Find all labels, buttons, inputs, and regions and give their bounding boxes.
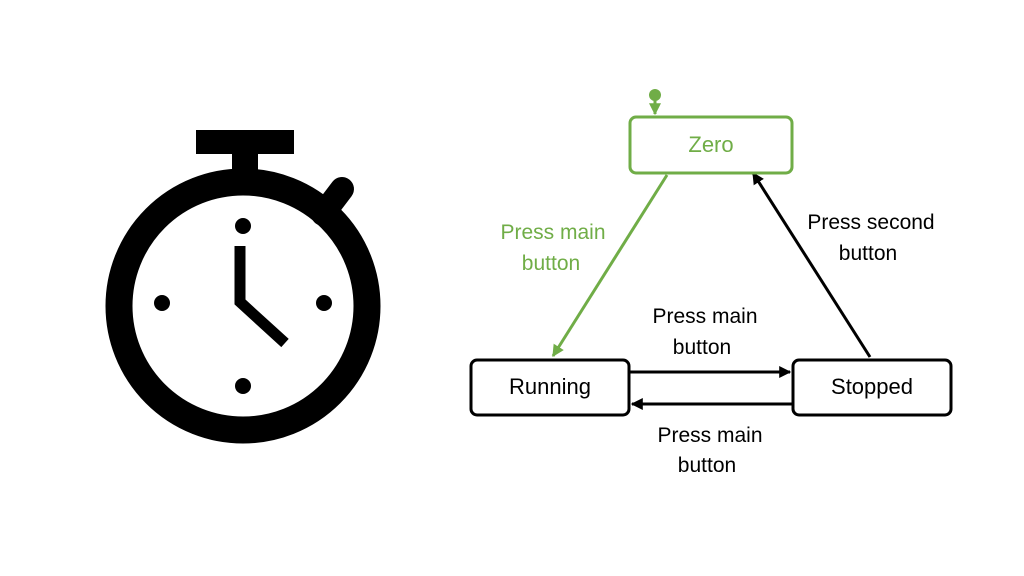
label-stopped-to-zero: Press second button <box>807 211 934 265</box>
stopwatch-dot-6 <box>235 378 251 394</box>
state-zero: Zero <box>628 115 794 175</box>
state-stopped: Stopped <box>791 358 953 417</box>
label-stopped-to-running: Press main button <box>657 424 762 477</box>
state-zero-box <box>628 115 794 175</box>
initial-dot <box>649 89 661 101</box>
label-zero-to-running-line1: Press main <box>500 221 605 244</box>
stopwatch-crown <box>196 130 294 154</box>
stopwatch-hands <box>234 246 289 348</box>
label-running-to-stopped-line2: button <box>673 336 731 359</box>
label-stopped-to-zero-line2: button <box>839 242 897 265</box>
label-stopped-to-zero-line1: Press second <box>807 211 934 234</box>
edge-stopped-to-zero <box>751 171 872 358</box>
label-running-to-stopped-line1: Press main <box>652 305 757 328</box>
state-running: Running <box>469 358 631 417</box>
label-stopped-to-running-line2: button <box>678 454 736 477</box>
state-running-box <box>469 358 631 417</box>
stopwatch-icon <box>105 130 381 444</box>
state-stopped-box <box>791 358 953 417</box>
stopwatch-face-ring <box>105 168 381 444</box>
stopwatch-dot-9 <box>154 295 170 311</box>
stopwatch-dot-12 <box>235 218 251 234</box>
stopwatch-dot-3 <box>316 295 332 311</box>
label-stopped-to-running-line1: Press main <box>657 424 762 447</box>
state-stopped-label: Stopped <box>831 374 913 399</box>
label-zero-to-running: Press main button <box>500 221 605 275</box>
state-running-label: Running <box>509 374 591 399</box>
label-running-to-stopped: Press main button <box>652 305 757 359</box>
initial-state-marker <box>649 89 661 116</box>
edge-zero-to-running <box>551 174 669 358</box>
state-zero-label: Zero <box>688 132 733 157</box>
label-zero-to-running-line2: button <box>522 252 580 275</box>
